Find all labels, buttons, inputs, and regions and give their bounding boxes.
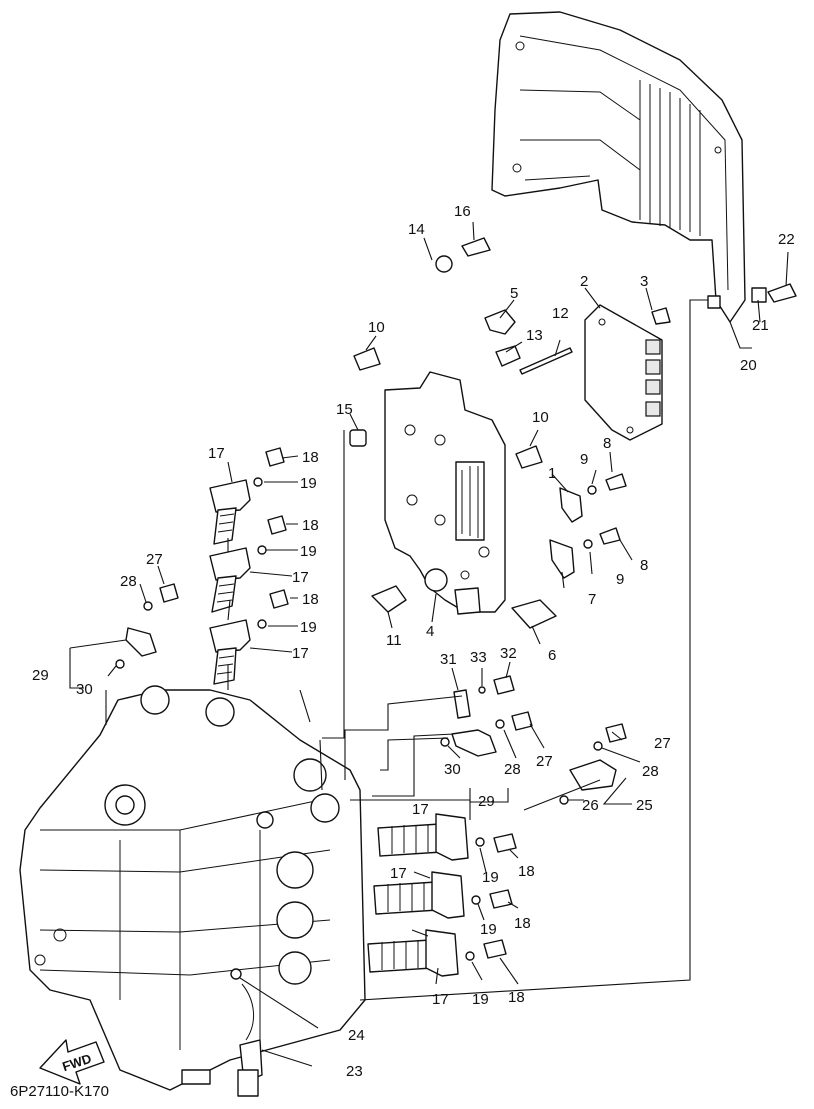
callout-10-right: 10 — [532, 409, 549, 426]
callout-28-right: 28 — [642, 763, 659, 780]
callout-15: 15 — [336, 401, 353, 418]
callout-13: 13 — [526, 327, 543, 344]
callout-24: 24 — [348, 1027, 365, 1044]
callout-10-left: 10 — [368, 319, 385, 336]
callout-28-center: 28 — [504, 761, 521, 778]
callout-18-upper-1: 18 — [302, 449, 319, 466]
ignition-coil-upper-2 — [209, 547, 251, 613]
ignition-coil-right-3 — [367, 929, 459, 977]
callout-19-upper-3: 19 — [300, 619, 317, 636]
callout-11: 11 — [386, 632, 402, 649]
callout-17-upper-2: 17 — [292, 569, 309, 586]
callout-31: 31 — [440, 651, 457, 668]
callout-14: 14 — [408, 221, 425, 238]
callout-1: 1 — [548, 465, 556, 482]
leader-lines — [69, 221, 789, 1067]
callout-3: 3 — [640, 273, 648, 290]
ignition-coil-right-1 — [377, 813, 469, 861]
ignition-coil-upper-1 — [209, 479, 251, 545]
callout-9-lower: 9 — [616, 571, 624, 588]
callout-29-left: 29 — [32, 667, 49, 684]
callout-28-left: 28 — [120, 573, 137, 590]
callout-19-upper-2: 19 — [300, 543, 317, 560]
callout-20: 20 — [740, 357, 757, 374]
callout-21: 21 — [752, 317, 769, 334]
callout-8-lower: 8 — [640, 557, 648, 574]
ignition-coil-upper-3 — [209, 619, 251, 685]
callout-22: 22 — [778, 231, 795, 248]
catalog-code: 6P27110-K170 — [10, 1083, 109, 1100]
callout-4: 4 — [426, 623, 434, 640]
sensor-left-29 — [115, 627, 157, 669]
ignition-coil-right-2 — [373, 871, 465, 919]
electrical-cover — [491, 11, 746, 323]
callout-18-right-1: 18 — [518, 863, 535, 880]
callout-23: 23 — [346, 1063, 363, 1080]
callout-17-right-2: 17 — [390, 865, 407, 882]
callout-32: 32 — [500, 645, 517, 662]
fwd-arrow: FWD — [39, 1039, 105, 1085]
callout-27-left: 27 — [146, 551, 163, 568]
callout-9-upper: 9 — [580, 451, 588, 468]
callout-18-upper-2: 18 — [302, 517, 319, 534]
callout-26: 26 — [582, 797, 599, 814]
callout-19-upper-1: 19 — [300, 475, 317, 492]
callout-18-upper-3: 18 — [302, 591, 319, 608]
callout-19-right-3: 19 — [472, 991, 489, 1008]
callout-18-right-2: 18 — [514, 915, 531, 932]
callout-12: 12 — [552, 305, 569, 322]
callout-19-right-2: 19 — [480, 921, 497, 938]
small-parts — [143, 237, 797, 961]
callout-33: 33 — [470, 649, 487, 666]
callout-30-left: 30 — [76, 681, 93, 698]
callout-17-right-1: 17 — [412, 801, 429, 818]
ecu-bracket-plate — [384, 371, 506, 615]
wiring-sensor-23 — [230, 968, 259, 1097]
callout-25: 25 — [636, 797, 653, 814]
callout-27-right: 27 — [654, 735, 671, 752]
callout-29-center: 29 — [478, 793, 495, 810]
callout-19-right-1: 19 — [482, 869, 499, 886]
callout-8-upper: 8 — [603, 435, 611, 452]
cylinder-block — [19, 685, 366, 1091]
callout-2: 2 — [580, 273, 588, 290]
callout-17-right-3: 17 — [432, 991, 449, 1008]
fwd-arrow-icon — [39, 1039, 105, 1085]
callout-17-upper-3: 17 — [292, 645, 309, 662]
callout-30-center: 30 — [444, 761, 461, 778]
callout-17-upper-1: 17 — [208, 445, 225, 462]
callout-27-center: 27 — [536, 753, 553, 770]
callout-7: 7 — [588, 591, 596, 608]
callout-6: 6 — [548, 647, 556, 664]
ecu-unit — [584, 304, 663, 441]
callout-labels: 1 2 3 4 5 6 7 8 8 9 9 10 10 11 12 13 14 … — [32, 203, 795, 1080]
callout-16: 16 — [454, 203, 471, 220]
callout-5: 5 — [510, 285, 518, 302]
sensor-right-25 — [559, 759, 617, 805]
callout-18-right-3: 18 — [508, 989, 525, 1006]
